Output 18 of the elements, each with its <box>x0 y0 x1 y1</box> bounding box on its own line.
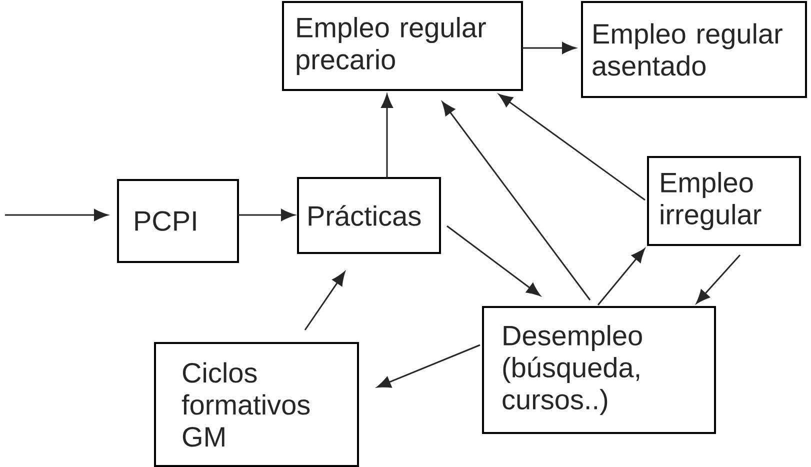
process-box: Desempleo (búsqueda, cursos..) <box>482 306 716 434</box>
process-box: Ciclos formativos GM <box>154 342 359 467</box>
process-box: PCPI <box>117 179 239 263</box>
arrow <box>304 272 346 330</box>
arrow <box>446 225 540 296</box>
arrow <box>442 102 591 300</box>
arrow <box>522 42 576 54</box>
process-box: Prácticas <box>297 177 441 254</box>
process-box: Empleo irregular <box>647 156 801 246</box>
arrow <box>381 94 393 178</box>
process-box: Empleo regular asentado <box>581 1 807 98</box>
arrow <box>238 209 295 221</box>
arrow <box>5 209 108 221</box>
arrow <box>498 94 646 201</box>
process-box: Empleo regular precario <box>282 1 523 91</box>
arrow <box>696 254 741 304</box>
arrow <box>376 344 480 388</box>
arrow <box>597 248 645 306</box>
